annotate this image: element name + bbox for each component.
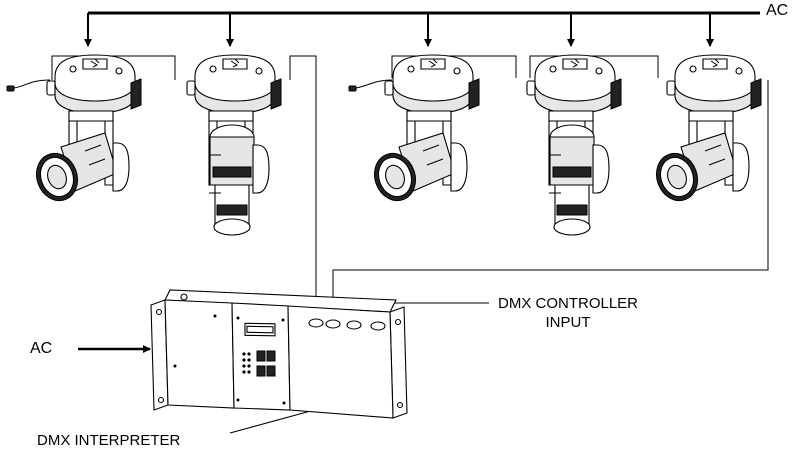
moving-head-fixtures	[35, 54, 762, 236]
dmx-controller-input-label: DMX CONTROLLER INPUT	[498, 295, 639, 331]
dmx-interpreter-label: DMX INTERPRETER	[37, 432, 181, 449]
ac-top-label: AC	[766, 2, 789, 19]
fixture-4	[526, 54, 622, 236]
ac-left-label: AC	[30, 340, 53, 357]
fixture-3	[373, 54, 480, 202]
fixture-5	[655, 54, 762, 202]
dmx-interpreter-unit	[150, 289, 408, 419]
fixture-2	[186, 54, 282, 236]
ac-drop-arrows	[84, 13, 714, 47]
terminator-plugs	[6, 79, 393, 92]
fixture-1	[35, 54, 142, 202]
